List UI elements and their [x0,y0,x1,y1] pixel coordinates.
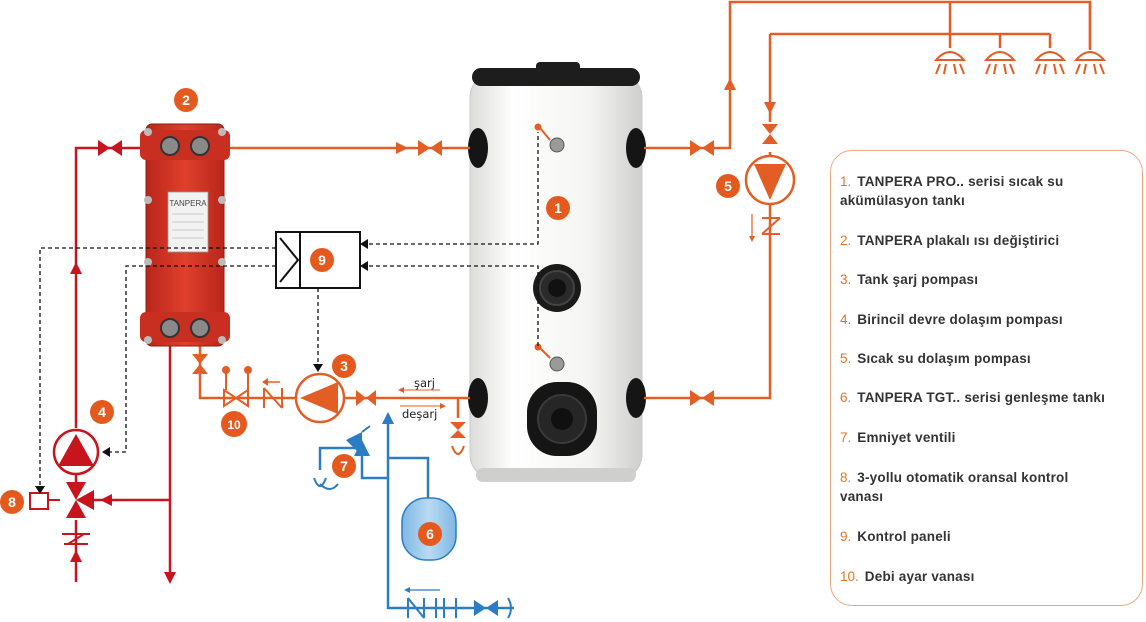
legend-number: 7. [840,430,852,445]
legend-item-8: 8.3-yollu otomatik oransal kontrol vanas… [840,468,1070,506]
legend-text: Debi ayar vanası [864,569,975,584]
drain-hook-blue [313,477,327,487]
storage-tank [468,62,646,482]
primary-circulation-pump [52,428,100,476]
tank-charge-pump [294,372,346,424]
number-badges: 1 2 3 4 5 6 7 8 9 10 [0,88,740,546]
lower-flange [527,382,597,456]
plate-heat-exchanger: TANPERA [140,123,230,347]
legend-item-3: 3. Tank şarj pompası [840,270,1140,289]
legend-item-7: 7. Emniyet ventili [840,428,1140,447]
legend-number: 10. [840,569,859,584]
badge-1: 1 [554,200,562,216]
badge-9: 9 [318,252,326,268]
upper-flange [533,264,581,312]
signal-lines [39,132,539,492]
legend-box [830,150,1143,606]
flow-arrows-orange [396,78,776,154]
legend-number: 4. [840,312,852,327]
legend-text: TANPERA TGT.. serisi genleşme tankı [857,390,1106,405]
legend-text: Sıcak su dolaşım pompası [857,351,1031,366]
orange-valves [192,124,778,438]
legend-item-9: 9. Kontrol paneli [840,527,1140,546]
legend-item-6: 6. TANPERA TGT.. serisi genleşme tankı [840,388,1140,407]
shower-heads [933,51,1107,75]
legend-number: 6. [840,390,852,405]
charge-label: şarj [414,376,435,390]
three-way-valve [29,482,94,545]
legend-number: 3. [840,272,852,287]
legend-item-1: 1.TANPERA PRO.. serisi sıcak su akümülas… [840,172,1140,210]
cold-flow-arrow-head [404,587,410,593]
discharge-label: deşarj [402,407,437,421]
legend-number: 5. [840,351,852,366]
legend-text: Birincil devre dolaşım pompası [857,312,1063,327]
legend-item-4: 4. Birincil devre dolaşım pompası [840,310,1140,329]
badge-4: 4 [98,404,106,420]
red-valves [98,140,122,156]
legend-item-2: 2. TANPERA plakalı ısı değiştirici [840,231,1140,250]
drain-hook-orange [451,445,465,455]
legend-number: 1. [840,174,852,189]
legend-text: Tank şarj pompası [857,272,979,287]
badge-10: 10 [227,418,241,432]
legend-text: Emniyet ventili [857,430,956,445]
cold-inlet-arrow [382,412,394,424]
badge-6: 6 [426,526,434,542]
safety-valve [346,425,371,456]
cold-inlet-fittings [406,589,512,619]
charge-arrow-head [262,378,268,386]
sarj-arrow-head [398,387,404,393]
legend-number: 9. [840,529,852,544]
drain-hook-blue-2 [319,483,339,490]
cold-inlet-valves [474,600,498,616]
exchanger-plate-label: TANPERA [169,199,207,208]
signal-arrowheads [35,239,368,494]
legend-text: TANPERA plakalı ısı değiştirici [857,233,1060,248]
legend-item-5: 5. Sıcak su dolaşım pompası [840,349,1140,368]
legend-text: Kontrol paneli [857,529,951,544]
legend-text: 3-yollu otomatik oransal kontrol vanası [840,470,1069,504]
badge-2: 2 [182,92,190,108]
badge-3: 3 [340,358,348,374]
legend-number: 2. [840,233,852,248]
badge-8: 8 [8,494,16,510]
flow-arrows-red [70,262,176,584]
badge-7: 7 [340,458,348,474]
legend-number: 8. [840,470,852,485]
check-valve-orange [263,387,283,409]
desarj-arrow-head [440,403,446,409]
dhw-circulation-pump [744,154,796,242]
badge-5: 5 [724,178,732,194]
legend-text: TANPERA PRO.. serisi sıcak su akümülasyo… [840,174,1064,208]
legend-item-10: 10. Debi ayar vanası [840,567,1140,586]
balancing-valve [222,366,252,408]
cold-water-pipes [318,414,514,610]
